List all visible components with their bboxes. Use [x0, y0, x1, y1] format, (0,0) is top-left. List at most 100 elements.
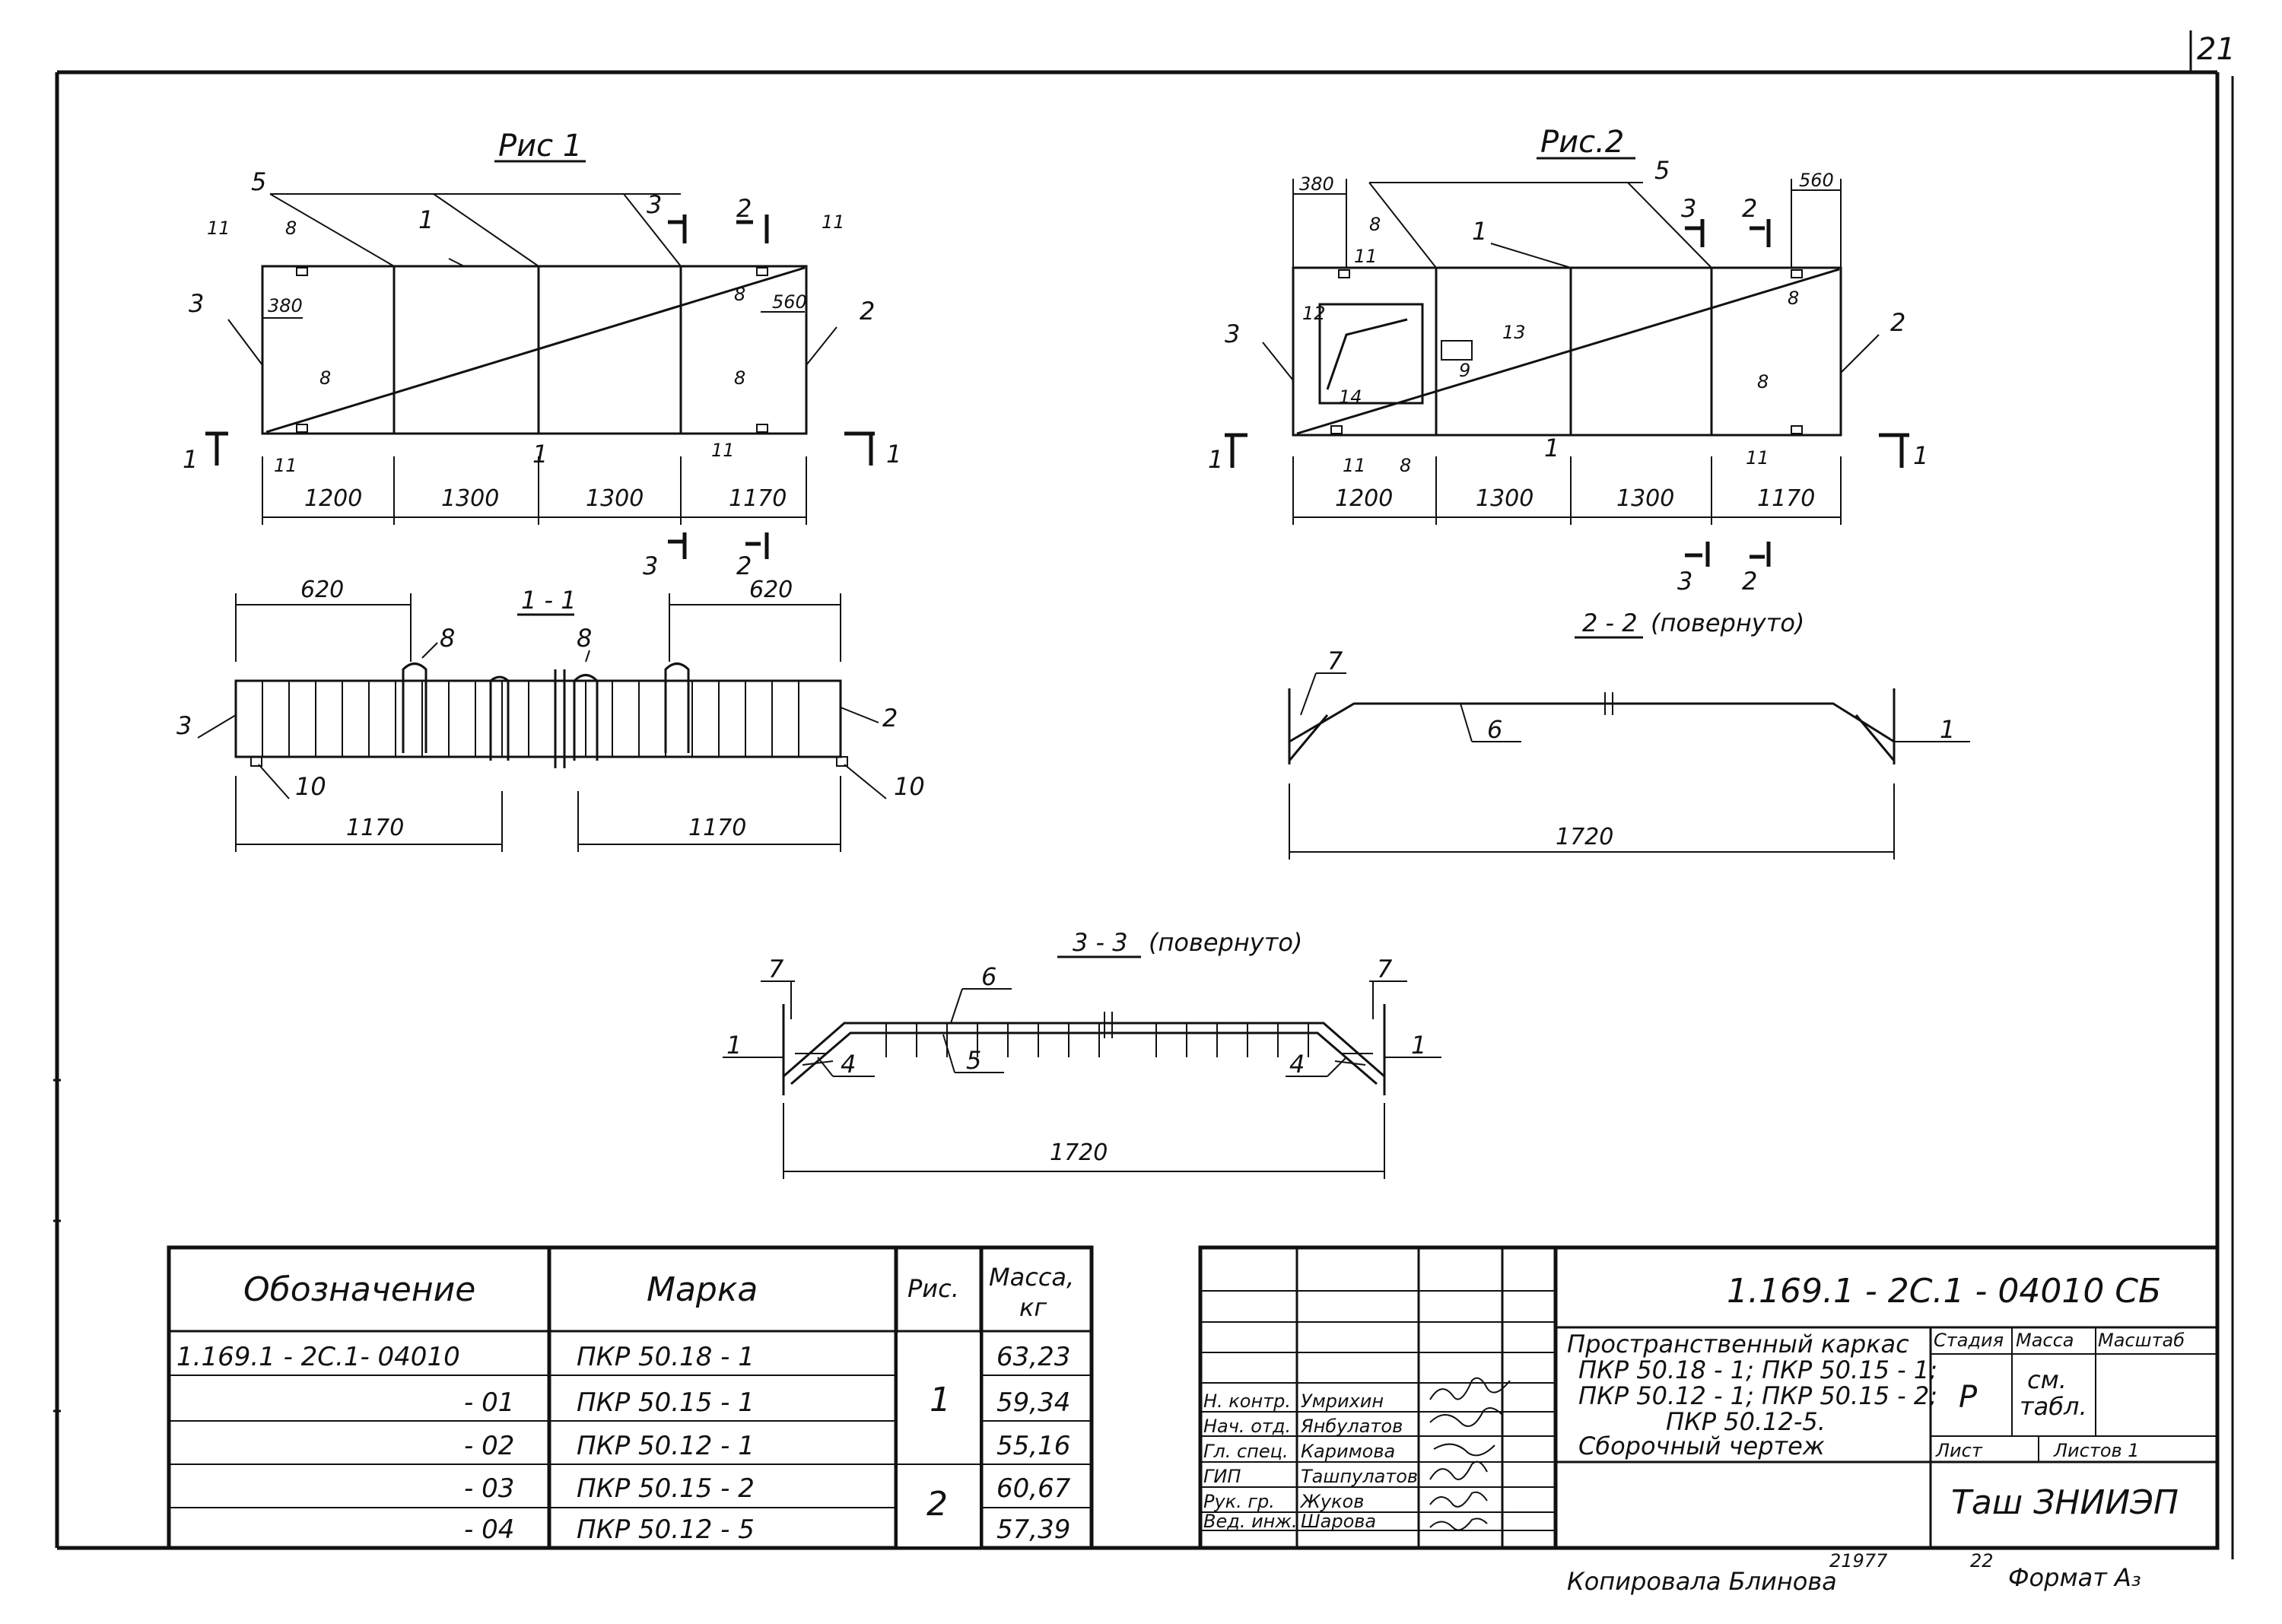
- stamp-organization: Таш ЗНИИЭП: [1951, 1483, 2179, 1522]
- fig1-label-5: 5: [251, 167, 266, 196]
- fig2-label-3-left: 3: [1225, 319, 1240, 348]
- section-3-3: 3 - 3 (повернуто) 1720 7 6 7: [723, 928, 1441, 1179]
- spec-row-5-mass: 57,39: [996, 1514, 1070, 1545]
- title-block: 1.169.1 - 2С.1 - 04010 СБ Пространственн…: [1198, 1245, 2220, 1550]
- spec-row-2-code: - 01: [464, 1387, 514, 1418]
- spec-row-2-mark: ПКР 50.15 - 1: [577, 1387, 755, 1418]
- stamp-stage-value: Р: [1959, 1380, 1978, 1415]
- section-1-1: 1 - 1 620 620: [176, 577, 925, 852]
- section-2-2: 2 - 2 (повернуто) 1720 7 6 1: [1288, 609, 1970, 860]
- fig2-label-3-top: 3: [1681, 194, 1696, 223]
- figure-2: Рис.2: [1208, 125, 1928, 596]
- sec33-label-7-left: 7: [768, 955, 784, 984]
- stamp-role-3: Гл. спец.: [1203, 1441, 1289, 1462]
- figure-1: Рис 1 1200 1: [183, 129, 901, 580]
- fig2-dim-560: 560: [1799, 170, 1834, 191]
- spec-row-1-mass: 63,23: [996, 1342, 1070, 1372]
- spec-row-4-mass: 60,67: [996, 1473, 1071, 1504]
- fig1-dim-560: 560: [772, 291, 807, 313]
- fig1-cut-3-bottom: 3: [643, 551, 658, 580]
- fig1-label-11c: 11: [274, 455, 297, 476]
- spec-row-3-mass: 55,16: [996, 1431, 1070, 1461]
- fig2-label-1-bottom: 1: [1544, 434, 1559, 462]
- stamp-role-1: Н. контр.: [1203, 1390, 1291, 1412]
- copy-number: 21977: [1829, 1550, 1888, 1572]
- copy-number-2: 22: [1970, 1550, 1994, 1572]
- spec-table: Обозначение Марка Рис. Масса, кг 1.169.1…: [167, 1245, 1094, 1550]
- fig1-label-2-right: 2: [860, 297, 875, 326]
- fig1-label-11b: 11: [822, 211, 845, 233]
- sec11-label-10a: 10: [295, 772, 326, 801]
- stamp-hdr-scale: Масштаб: [2098, 1330, 2185, 1351]
- spec-row-5-mark: ПКР 50.12 - 5: [577, 1514, 755, 1545]
- spec-row-2-mass: 59,34: [996, 1387, 1070, 1418]
- sec33-label-4-left: 4: [841, 1050, 856, 1079]
- fig2-dim-1200: 1200: [1335, 485, 1393, 512]
- stamp-name-4: Ташпулатов: [1301, 1466, 1418, 1487]
- stamp-role-2: Нач. отд.: [1203, 1416, 1291, 1437]
- sec22-label-1: 1: [1940, 715, 1955, 744]
- sec11-dim-1170b: 1170: [688, 815, 746, 841]
- fig2-label-11c: 11: [1343, 455, 1366, 476]
- fig1-label-8a: 8: [285, 218, 297, 239]
- fig2-label-13: 13: [1502, 322, 1526, 343]
- fig2-label-11b: 11: [1746, 447, 1769, 469]
- copied-by: Копировала Блинова: [1567, 1567, 1837, 1596]
- sec33-label-6: 6: [981, 962, 996, 991]
- stamp-mass-value-1: см.: [2027, 1365, 2067, 1394]
- stamp-name-2: Янбулатов: [1300, 1416, 1403, 1437]
- sec33-label-7-right: 7: [1377, 955, 1393, 984]
- stamp-desc-line-5: Сборочный чертеж: [1578, 1432, 1825, 1460]
- sec22-note: (повернуто): [1651, 609, 1804, 637]
- fig1-label-11d: 11: [711, 440, 735, 461]
- fig2-label-9: 9: [1459, 360, 1470, 381]
- stamp-sheets-label: Листов 1: [2053, 1440, 2140, 1461]
- spec-row-3-code: - 02: [464, 1431, 514, 1461]
- stamp-role-4: ГИП: [1203, 1466, 1241, 1487]
- fig1-label-8b: 8: [734, 284, 745, 305]
- fig1-cut-2-bottom: 2: [736, 551, 752, 580]
- sec33-label-1-left: 1: [726, 1031, 742, 1060]
- fig2-label-11a: 11: [1354, 246, 1378, 267]
- stamp-name-6: Шарова: [1301, 1511, 1376, 1532]
- sec33-label-4-right: 4: [1289, 1050, 1305, 1079]
- sec22-label-6: 6: [1487, 715, 1502, 744]
- stamp-hdr-mass: Масса: [2016, 1330, 2074, 1351]
- sec22-title: 2 - 2: [1582, 609, 1638, 637]
- fig2-label-8d: 8: [1400, 455, 1411, 476]
- fig1-title: Рис 1: [498, 129, 582, 164]
- sec11-label-3: 3: [176, 711, 192, 740]
- sec11-label-8b: 8: [577, 624, 592, 653]
- stamp-name-1: Умрихин: [1301, 1390, 1384, 1412]
- signatures: [1429, 1377, 1511, 1531]
- fig1-label-8d: 8: [734, 367, 745, 389]
- fig2-cut-1-left: 1: [1208, 445, 1223, 474]
- sec33-title: 3 - 3: [1073, 928, 1128, 957]
- sec11-title: 1 - 1: [521, 586, 577, 615]
- fig1-cut-1-left: 1: [183, 445, 198, 474]
- spec-hdr-code: Обозначение: [243, 1270, 475, 1309]
- spec-row-5-code: - 04: [464, 1514, 514, 1545]
- sec11-dim-620a: 620: [300, 577, 344, 603]
- fig1-label-1-top: 1: [418, 205, 434, 234]
- stamp-hdr-stage: Стадия: [1934, 1330, 2004, 1351]
- spec-hdr-fig: Рис.: [907, 1274, 959, 1303]
- spec-hdr-mass: Масса,: [989, 1263, 1074, 1292]
- fig2-cut-1-right: 1: [1913, 441, 1928, 470]
- fig1-dim-380: 380: [268, 295, 303, 316]
- sec11-label-2: 2: [882, 704, 898, 733]
- spec-row-4-code: - 03: [464, 1473, 514, 1504]
- fig1-label-3-top: 3: [647, 190, 662, 219]
- fig2-label-12: 12: [1302, 303, 1326, 324]
- sec22-label-7: 7: [1327, 647, 1343, 675]
- fig2-label-8b: 8: [1788, 288, 1799, 309]
- fig2-dim-380: 380: [1299, 173, 1334, 195]
- spec-fig-group-2: 2: [926, 1485, 948, 1524]
- fig2-label-8c: 8: [1757, 371, 1769, 392]
- fig1-dim-1200: 1200: [304, 485, 362, 512]
- sec33-note: (повернуто): [1149, 928, 1302, 957]
- fig2-label-8a: 8: [1369, 214, 1381, 235]
- fig1-dim-1170: 1170: [729, 485, 787, 512]
- fig2-title: Рис.2: [1540, 125, 1624, 160]
